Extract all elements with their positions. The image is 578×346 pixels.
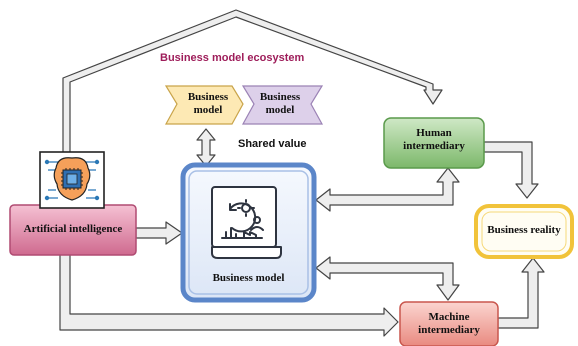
chevron-business-model-left — [164, 85, 244, 125]
arrow-bm-machine — [315, 256, 460, 301]
arrow-bm-human — [315, 167, 460, 212]
arrow-shared-value — [196, 128, 216, 167]
chevron-right-label: Business model — [259, 91, 301, 116]
business-model-label: Business model — [212, 272, 285, 284]
business-reality-label: Business reality — [487, 224, 561, 236]
chevron-business-model-right — [241, 85, 324, 125]
machine-intermediary-label: Machine intermediary — [418, 311, 480, 336]
diagram-title: Business model ecosystem — [160, 52, 305, 64]
machine-intermediary-box — [399, 301, 499, 346]
ai-chip-brain-icon — [39, 151, 105, 209]
shared-value-label: Shared value — [238, 138, 307, 150]
chevron-left-label: Business model — [187, 91, 229, 116]
arrow-ai-to-bm — [135, 221, 183, 245]
human-intermediary-label: Human intermediary — [403, 127, 465, 152]
business-model-scroll-icon — [211, 186, 282, 259]
ai-label: Artificial intelligence — [23, 223, 123, 235]
arrow-ai-to-human — [62, 9, 443, 156]
arrow-ai-to-machine — [59, 249, 399, 337]
arrow-machine-to-reality — [497, 257, 545, 329]
human-intermediary-box — [383, 117, 485, 169]
arrow-human-to-reality — [483, 141, 539, 199]
business-reality-box — [474, 204, 574, 259]
